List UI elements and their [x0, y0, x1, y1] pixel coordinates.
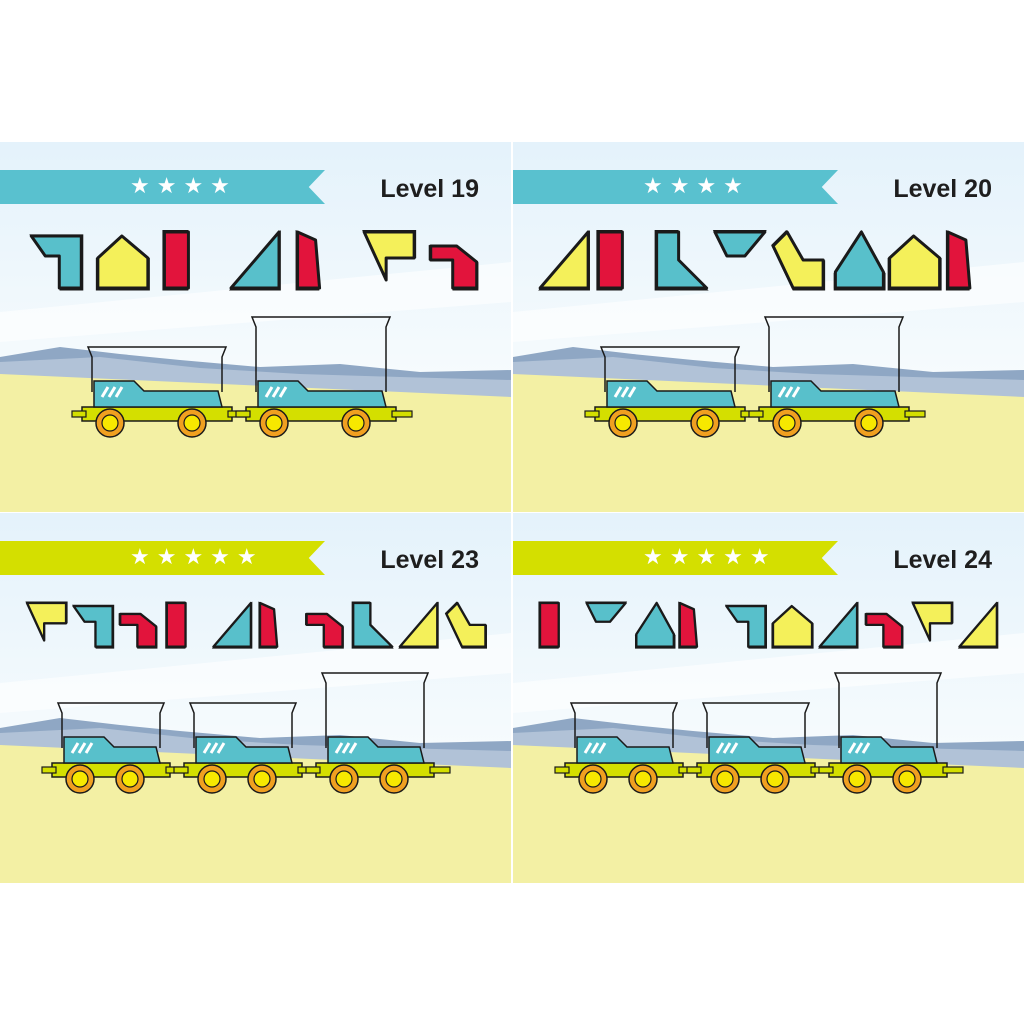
- puzzle-piece-yellow[interactable]: [957, 601, 999, 649]
- star-rating: ★★★★: [130, 174, 237, 199]
- puzzle-piece-yellow[interactable]: [95, 234, 150, 291]
- cargo-outline: [56, 702, 166, 748]
- puzzle-piece-yellow[interactable]: [444, 601, 487, 649]
- puzzle-piece-yellow[interactable]: [25, 601, 68, 642]
- puzzle-piece-red[interactable]: [538, 601, 560, 649]
- cargo-outline: [763, 316, 905, 392]
- star-rating: ★★★★★: [643, 545, 777, 570]
- puzzle-piece-red[interactable]: [596, 230, 624, 291]
- puzzle-piece-red[interactable]: [165, 601, 187, 649]
- puzzle-piece-cyan[interactable]: [29, 234, 84, 291]
- level-banner: [513, 541, 838, 575]
- level-grid: ★★★★ Level 19 ★★★★ Level 20 ★★★★★ Level …: [0, 142, 1024, 883]
- train-car: [305, 672, 451, 794]
- star-rating: ★★★★★: [130, 545, 264, 570]
- puzzle-piece-yellow[interactable]: [887, 234, 942, 291]
- puzzle-piece-cyan[interactable]: [585, 601, 628, 623]
- train-car: [686, 702, 832, 794]
- level-banner: [513, 170, 838, 204]
- level-title: Level 20: [893, 175, 992, 203]
- puzzle-piece-cyan[interactable]: [712, 230, 767, 258]
- train-car: [554, 702, 700, 794]
- puzzle-piece-yellow[interactable]: [911, 601, 954, 642]
- puzzle-piece-cyan[interactable]: [724, 604, 767, 649]
- puzzle-piece-red[interactable]: [305, 612, 344, 649]
- cargo-outline: [701, 702, 811, 748]
- level-card-20[interactable]: ★★★★ Level 20: [513, 142, 1024, 512]
- level-card-24[interactable]: ★★★★★ Level 24: [513, 513, 1024, 883]
- puzzle-piece-yellow[interactable]: [771, 230, 826, 291]
- puzzle-scene: [29, 230, 479, 438]
- puzzle-piece-red[interactable]: [945, 230, 972, 291]
- train-car: [173, 702, 319, 794]
- puzzle-piece-red[interactable]: [678, 601, 699, 649]
- puzzle-piece-yellow[interactable]: [362, 230, 417, 282]
- puzzle-piece-cyan[interactable]: [229, 230, 281, 291]
- level-card-19[interactable]: ★★★★ Level 19: [0, 142, 511, 512]
- puzzle-piece-yellow[interactable]: [398, 601, 439, 649]
- train-car: [71, 346, 249, 438]
- cargo-outline: [569, 702, 679, 748]
- puzzle-piece-red[interactable]: [162, 230, 190, 291]
- train-car: [818, 672, 964, 794]
- puzzle-piece-yellow[interactable]: [538, 230, 590, 291]
- puzzle-piece-cyan[interactable]: [211, 601, 253, 649]
- cargo-outline: [833, 672, 943, 748]
- level-banner: [0, 170, 325, 204]
- level-title: Level 24: [893, 546, 992, 574]
- cargo-outline: [188, 702, 298, 748]
- level-title: Level 23: [380, 546, 479, 574]
- cargo-outline: [250, 316, 392, 392]
- level-banner: [0, 541, 325, 575]
- puzzle-piece-cyan[interactable]: [833, 230, 886, 291]
- puzzle-piece-red[interactable]: [258, 601, 279, 649]
- train-car: [235, 316, 413, 438]
- puzzle-piece-red[interactable]: [118, 612, 158, 649]
- puzzle-scene: [538, 601, 999, 794]
- puzzle-piece-cyan[interactable]: [654, 230, 709, 291]
- puzzle-piece-red[interactable]: [864, 612, 904, 649]
- puzzle-piece-cyan[interactable]: [351, 601, 394, 649]
- puzzle-piece-red[interactable]: [295, 230, 322, 291]
- puzzle-piece-yellow[interactable]: [771, 604, 814, 649]
- train-car: [748, 316, 926, 438]
- train-car: [584, 346, 762, 438]
- train-car: [41, 702, 187, 794]
- puzzle-piece-cyan[interactable]: [72, 604, 115, 649]
- cargo-outline: [599, 346, 741, 392]
- puzzle-piece-cyan[interactable]: [818, 601, 859, 649]
- puzzle-scene: [538, 230, 972, 438]
- level-title: Level 19: [380, 175, 479, 203]
- level-card-23[interactable]: ★★★★★ Level 23: [0, 513, 511, 883]
- cargo-outline: [86, 346, 228, 392]
- puzzle-piece-red[interactable]: [428, 244, 479, 291]
- puzzle-scene: [25, 601, 487, 794]
- cargo-outline: [320, 672, 430, 748]
- puzzle-piece-cyan[interactable]: [635, 601, 676, 649]
- star-rating: ★★★★: [643, 174, 750, 199]
